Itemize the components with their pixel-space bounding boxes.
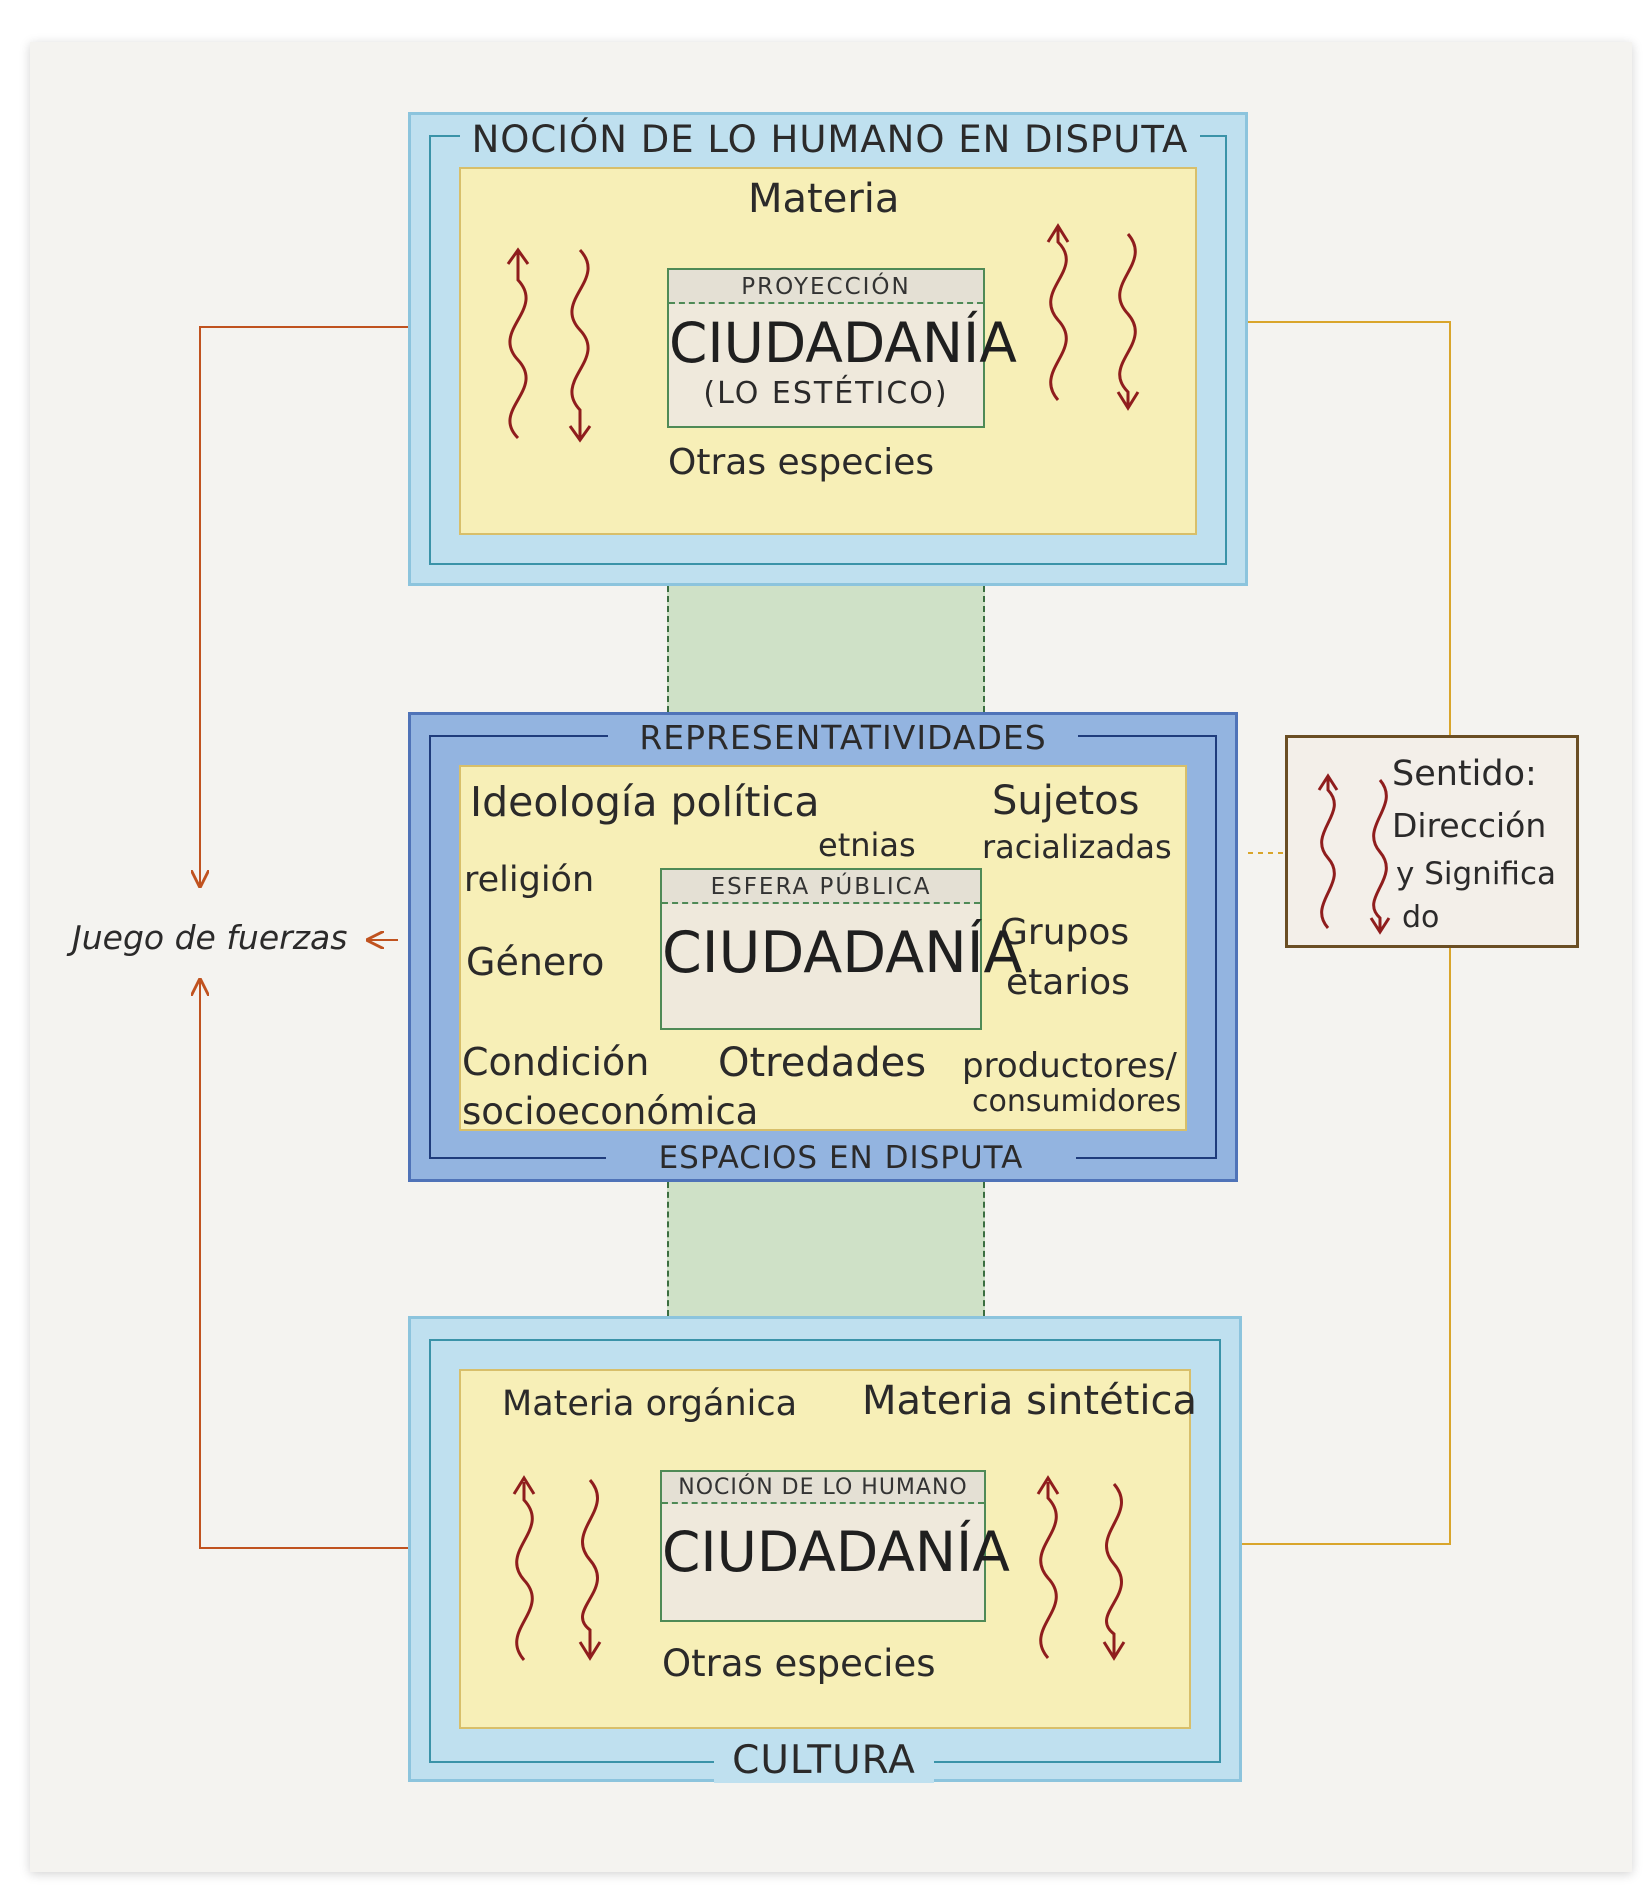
bottom-otras-especies-label: Otras especies	[662, 1642, 936, 1685]
green-connector-upper	[667, 586, 985, 712]
item-sujetos-line1: Sujetos	[992, 778, 1140, 824]
middle-center-box: ESFERA PÚBLICA CIUDADANÍA	[660, 868, 1023, 1030]
right-connector-top	[1242, 321, 1451, 735]
item-etnias: etnias	[818, 826, 916, 864]
squiggle-up-arrow	[515, 1482, 534, 1661]
middle-panel-bottom-title: ESPACIOS EN DISPUTA	[606, 1140, 1076, 1176]
squiggle-down-arrow	[1372, 779, 1388, 930]
item-condicion-line2: socioeconómica	[462, 1090, 759, 1133]
middle-center-label: ESFERA PÚBLICA	[662, 870, 980, 904]
squiggle-down-arrow	[1105, 1483, 1123, 1656]
sentido-line2: Dirección	[1392, 806, 1547, 845]
top-center-label: PROYECCIÓN	[669, 270, 983, 304]
sentido-box: Sentido: Dirección y Significa do	[1285, 735, 1579, 948]
top-center-box: PROYECCIÓN CIUDADANÍA (LO ESTÉTICO)	[667, 268, 1017, 428]
bottom-panel-title: CULTURA	[714, 1738, 934, 1783]
item-ideologia: Ideología política	[470, 778, 820, 826]
sentido-line4: do	[1402, 900, 1440, 935]
item-otredades: Otredades	[718, 1040, 927, 1086]
squiggle-up-arrow	[1049, 228, 1068, 401]
juego-de-fuerzas-label: Juego de fuerzas	[72, 918, 348, 957]
bottom-center-box: NOCIÓN DE LO HUMANO CIUDADANÍA	[660, 1470, 1010, 1622]
bottom-center-word: CIUDADANÍA	[662, 1520, 1010, 1584]
left-connector-bottom	[200, 980, 408, 1549]
squiggle-up-arrow	[1320, 778, 1336, 929]
middle-panel-title: REPRESENTATIVIDADES	[608, 718, 1078, 757]
bottom-synthetic-label: Materia sintética	[862, 1378, 1197, 1424]
middle-center-word: CIUDADANÍA	[662, 920, 1023, 986]
top-center-subtitle: (LO ESTÉTICO)	[703, 376, 949, 411]
bottom-right-squiggle-arrows	[1036, 1475, 1126, 1661]
squiggle-up-arrow	[1039, 1482, 1058, 1659]
green-connector-lower	[667, 1182, 985, 1316]
sentido-line3: y Significa	[1396, 856, 1556, 892]
top-otras-especies-label: Otras especies	[668, 442, 935, 483]
right-connector-bottom	[1242, 948, 1451, 1545]
squiggle-down-arrow	[581, 1479, 599, 1656]
squiggle-down-arrow	[570, 248, 590, 438]
left-connector-top	[200, 326, 408, 886]
top-materia-label: Materia	[748, 176, 900, 222]
top-center-word: CIUDADANÍA	[669, 311, 1017, 375]
bottom-center-label: NOCIÓN DE LO HUMANO	[662, 1472, 984, 1504]
top-panel-title: NOCIÓN DE LO HUMANO EN DISPUTA	[460, 118, 1200, 161]
bottom-left-squiggle-arrows	[512, 1475, 602, 1661]
item-genero: Género	[466, 940, 605, 984]
item-condicion-line1: Condición	[462, 1040, 650, 1084]
sentido-squiggle-arrows	[1317, 773, 1391, 935]
item-grupos-line1: Grupos	[1000, 912, 1130, 953]
bottom-panel	[408, 1316, 1242, 1782]
item-grupos-line2: etarios	[1006, 962, 1130, 1003]
item-sujetos-line2: racializadas	[982, 828, 1172, 866]
item-religion: religión	[464, 860, 595, 900]
item-productores-line2: consumidores	[972, 1084, 1182, 1119]
squiggle-down-arrow	[1118, 233, 1137, 406]
sentido-line1: Sentido:	[1392, 754, 1537, 794]
squiggle-up-arrow	[508, 252, 528, 440]
top-right-squiggle-arrows	[1046, 223, 1140, 411]
top-left-squiggle-arrows	[506, 247, 592, 443]
bottom-organic-label: Materia orgánica	[502, 1384, 798, 1424]
item-productores-line1: productores/	[962, 1046, 1177, 1086]
